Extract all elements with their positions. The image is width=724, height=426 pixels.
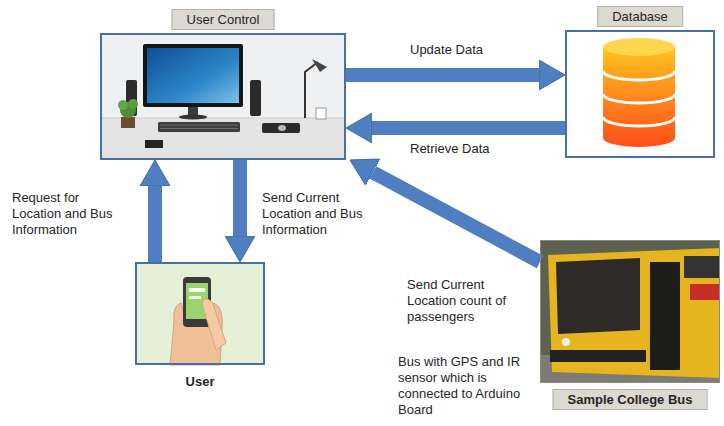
database-cylinder (603, 38, 675, 56)
arrow-label: Send Current Location and Bus Informatio… (262, 190, 372, 238)
phone-in-hand-picture (203, 299, 227, 350)
computer-desk-picture (179, 115, 207, 120)
database-cylinder (565, 30, 715, 158)
component-box: Sample College Bus (540, 240, 720, 383)
component-box: User Control (100, 33, 346, 160)
computer-desk-picture (143, 44, 243, 107)
college-bus-photo (548, 248, 720, 378)
database-cylinder (603, 117, 675, 126)
title-band: Database (597, 6, 683, 27)
data-flow-arrow (372, 121, 565, 135)
title-band: Sample College Bus (553, 389, 708, 410)
college-bus-photo (650, 262, 680, 370)
component-box: Database (565, 30, 715, 158)
phone-in-hand-picture (135, 262, 265, 365)
computer-desk-picture (100, 33, 346, 118)
title-band: User (186, 373, 215, 390)
computer-desk-picture (121, 117, 135, 128)
computer-desk-picture (250, 80, 261, 116)
arrow-label: Request for Location and Bus Information (12, 190, 122, 238)
title-band: User Control (172, 9, 275, 30)
node-title: User Control (187, 11, 260, 28)
computer-desk-picture (100, 33, 346, 160)
computer-desk-picture (100, 118, 346, 160)
database-cylinder (603, 94, 675, 103)
database-cylinder (603, 47, 675, 147)
phone-in-hand-picture (189, 288, 205, 292)
data-flow-arrow (346, 68, 539, 82)
data-flow-arrow (233, 160, 247, 236)
component-box: User (135, 262, 265, 365)
database-cylinder (565, 30, 715, 158)
computer-desk-picture (145, 140, 163, 148)
computer-desk-picture (158, 122, 240, 132)
arrow-label: Update Data (410, 42, 483, 58)
computer-desk-picture (147, 48, 239, 103)
college-bus-photo (550, 350, 646, 362)
college-bus-photo (556, 258, 640, 334)
node-title: Database (612, 8, 668, 25)
college-bus-photo (540, 240, 720, 383)
computer-desk-picture (278, 125, 286, 131)
computer-desk-picture (262, 123, 300, 133)
data-flow-arrow (148, 186, 162, 262)
computer-desk-picture (160, 125, 238, 129)
arrow-label: Send Current Location count of passenger… (407, 277, 521, 325)
node-title: User (186, 373, 215, 390)
database-cylinder (603, 71, 675, 80)
college-bus-photo (690, 284, 720, 300)
computer-desk-picture (100, 33, 346, 160)
computer-desk-picture (316, 108, 326, 119)
phone-in-hand-picture (189, 296, 201, 299)
note-text: Bus with GPS and IR sensor which is conn… (398, 354, 522, 418)
college-bus-photo (540, 240, 720, 383)
node-title: Sample College Bus (568, 391, 693, 408)
computer-desk-picture (312, 59, 327, 72)
arrow-label: Retrieve Data (410, 141, 489, 157)
computer-desk-picture (100, 118, 346, 119)
data-flow-arrow (373, 172, 540, 262)
phone-in-hand-picture (135, 262, 265, 365)
computer-desk-picture (128, 99, 138, 109)
college-bus-photo (562, 338, 570, 346)
college-bus-photo (684, 256, 720, 278)
computer-desk-picture (118, 100, 128, 110)
